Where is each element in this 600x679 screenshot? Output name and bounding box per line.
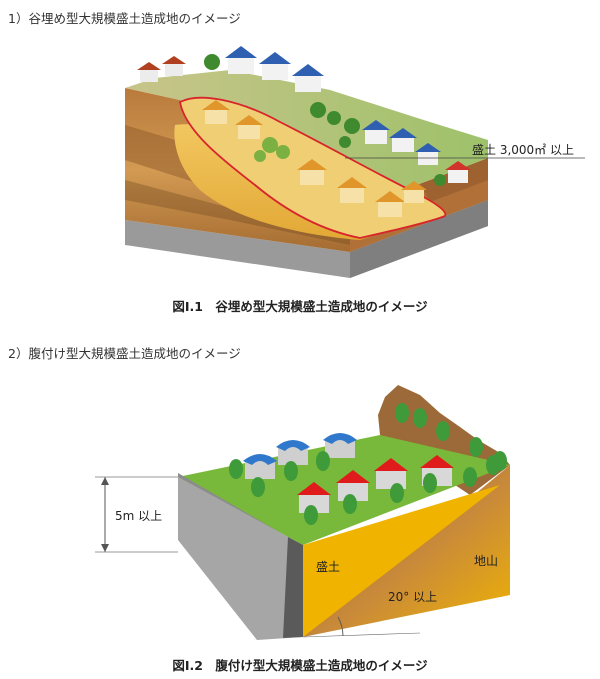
side-fill-diagram: 5m 以上 盛土 地山 20° 以上 [95,385,510,640]
height-label: 5m 以上 [115,509,162,523]
section2-heading: 2）腹付け型大規模盛土造成地のイメージ [8,346,241,361]
figure2-caption: 図Ⅰ.2 腹付け型大規模盛土造成地のイメージ [172,658,428,673]
fill-area-callout: 盛土 3,000㎡ 以上 [472,142,574,157]
houses-blue-roof [243,433,357,479]
figure1-caption: 図Ⅰ.1 谷埋め型大規模盛土造成地のイメージ [172,299,428,314]
natural-ground-label: 地山 [474,554,498,568]
angle-label: 20° 以上 [388,590,437,604]
upper-houses [137,46,471,183]
trees [229,403,507,525]
retaining-wall-front [178,477,303,640]
houses-on-fill [202,100,427,217]
section1-heading: 1）谷埋め型大規模盛土造成地のイメージ [8,11,241,26]
valley-fill-illustration: 盛土 3,000㎡ 以上 [125,46,585,278]
retaining-wall-side [283,537,303,638]
fill-label: 盛土 [316,559,340,574]
embankment-fill [303,485,500,637]
hillside-trees [204,54,446,186]
slope-angle-arc [337,616,344,637]
trees-on-fill [254,137,290,162]
